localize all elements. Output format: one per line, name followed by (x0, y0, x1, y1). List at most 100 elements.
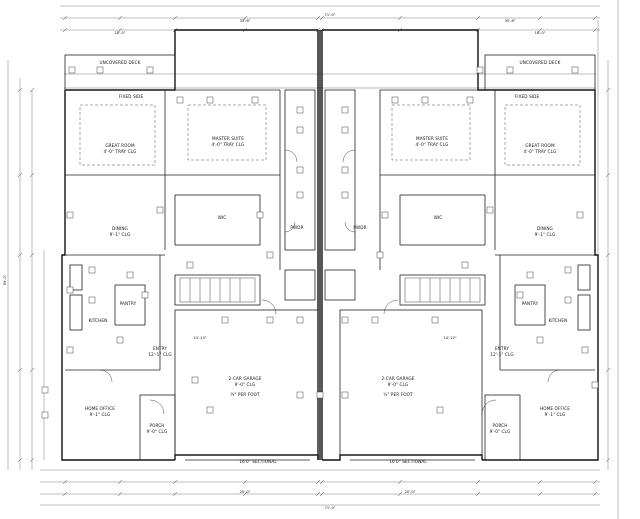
callout-tag (186, 261, 194, 269)
callout-tag (146, 66, 154, 74)
left-uncovered-deck-label: UNCOVERED DECK (100, 60, 141, 65)
dimension-tick (605, 252, 611, 258)
dimension-tick (319, 491, 325, 497)
callout-tag (126, 271, 134, 279)
callout-tag (436, 406, 444, 414)
callout-tag (571, 66, 579, 74)
dimension-tick (62, 15, 68, 21)
right-fixed-side-label: FIXED SIDE (515, 94, 540, 99)
dimension-tick (319, 479, 325, 485)
dimension-labels: 71'-0" 35'-6" 35'-6" 18'-0" 18'-0" 71'-0… (3, 13, 546, 510)
dimension-tick (172, 15, 178, 21)
entry-left-dimension: 14'-10" (193, 336, 206, 340)
left-garage-door-label: 16'0" SECTIONAL (239, 459, 277, 464)
right-pwdr-label: PWDR (353, 225, 366, 230)
callout-tags (41, 66, 599, 419)
dimension-tick (172, 491, 178, 497)
dimension-tick (605, 172, 611, 178)
dimension-tick (315, 479, 321, 485)
left-entry-ceiling: 12'-1" CLG (148, 352, 171, 357)
dimension-ticks (17, 15, 611, 497)
dimension-tick (592, 479, 598, 485)
dimension-tick (29, 87, 35, 93)
callout-tag (316, 391, 324, 399)
left-unit-doors (99, 149, 298, 415)
left-great-room-ceiling: 4'-0" TRAY CLG (104, 149, 137, 154)
dimension-tick (315, 15, 321, 21)
dimension-tick (397, 15, 403, 21)
garage-width-left: 20'-0" (240, 490, 251, 494)
dimension-tick (537, 479, 543, 485)
overall-width-top: 71'-0" (325, 13, 336, 17)
callout-tag (116, 336, 124, 344)
dimension-tick (17, 367, 23, 373)
callout-tag (41, 386, 49, 394)
callout-tag (564, 266, 572, 274)
dimension-tick (315, 491, 321, 497)
dimension-tick (397, 491, 403, 497)
dimension-tick (172, 479, 178, 485)
right-master-suite-label: MASTER SUITE (416, 136, 448, 141)
callout-tag (381, 211, 389, 219)
right-entry-label: ENTRY (495, 346, 509, 351)
callout-tag (176, 96, 184, 104)
left-entry-label: ENTRY (153, 346, 167, 351)
callout-tag (591, 381, 599, 389)
callout-tag (141, 291, 149, 299)
callout-tag (341, 106, 349, 114)
dimension-tick (242, 491, 248, 497)
callout-tag (431, 316, 439, 324)
right-great-room-label: GREAT ROOM (525, 143, 555, 148)
dimension-tick (592, 27, 598, 33)
callout-tag (466, 96, 474, 104)
dimension-tick (29, 252, 35, 258)
dimension-tick (537, 27, 543, 33)
dimension-tick (62, 491, 68, 497)
dimension-tick (537, 15, 543, 21)
callout-tag (96, 66, 104, 74)
left-great-room-label: GREAT ROOM (105, 143, 135, 148)
left-unit-walls (64, 54, 319, 461)
left-unit-tray-ceilings (79, 104, 267, 303)
right-wic-label: WIC (434, 215, 443, 220)
callout-tag (66, 286, 74, 294)
callout-tag (296, 191, 304, 199)
dimension-tick (242, 15, 248, 21)
left-kitchen-label: KITCHEN (89, 318, 108, 323)
right-entry-ceiling: 12'-1" CLG (490, 352, 513, 357)
deck-right-dimension: 18'-0" (535, 31, 546, 35)
callout-tag (66, 211, 74, 219)
left-garage-label: 2-CAR GARAGE (229, 376, 262, 381)
callout-tag (341, 126, 349, 134)
callout-tag (206, 406, 214, 414)
left-porch-ceiling: 9'-0" CLG (147, 429, 168, 434)
right-pantry-label: PANTRY (522, 301, 539, 306)
callout-tag (391, 96, 399, 104)
garage-width-right: 20'-0" (405, 490, 416, 494)
dimension-tick (17, 252, 23, 258)
right-uncovered-deck-label: UNCOVERED DECK (520, 60, 561, 65)
callout-tag (486, 206, 494, 214)
left-pwdr-label: PWDR (290, 225, 303, 230)
dimension-tick (605, 457, 611, 463)
left-pantry-label: PANTRY (120, 301, 137, 306)
dimension-tick (17, 457, 23, 463)
callout-tag (376, 251, 384, 259)
callout-tag (41, 411, 49, 419)
left-porch-label: PORCH (149, 423, 164, 428)
callout-tag (66, 346, 74, 354)
left-home-office-label: HOME OFFICE (85, 406, 115, 411)
callout-tag (266, 251, 274, 259)
callout-tag (516, 291, 524, 299)
callout-tag (341, 191, 349, 199)
dimension-tick (17, 87, 23, 93)
callout-tag (88, 296, 96, 304)
left-master-suite-label: MASTER SUITE (212, 136, 244, 141)
callout-tag (296, 316, 304, 324)
dimension-tick (62, 479, 68, 485)
dimension-tick (592, 15, 598, 21)
left-unit-labels: UNCOVERED DECK FIXED SIDE GREAT ROOM 4'-… (85, 60, 304, 464)
right-porch-label: PORCH (492, 423, 507, 428)
right-garage-slope: ¼" PER FOOT (383, 392, 413, 397)
